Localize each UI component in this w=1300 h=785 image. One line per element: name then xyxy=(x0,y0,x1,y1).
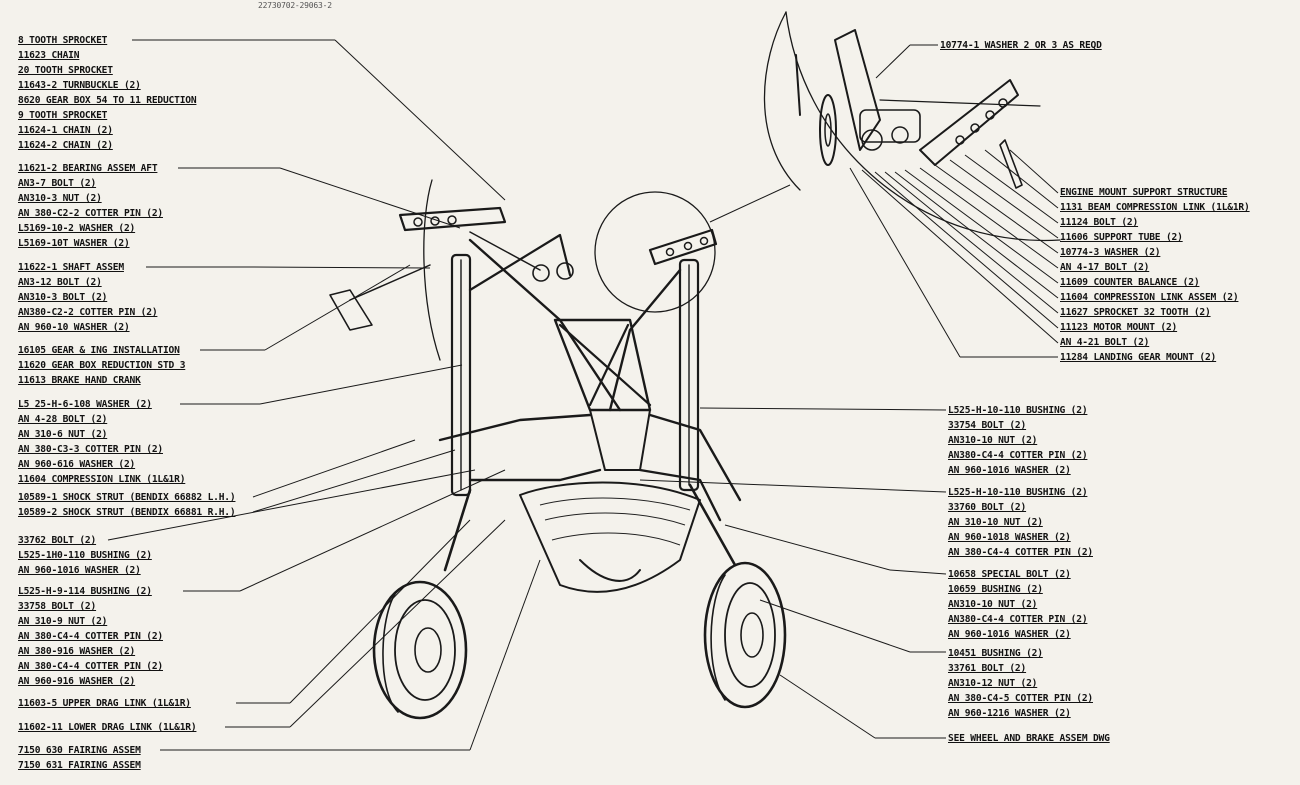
label-an310-9-nut: AN 310-9 NUT (2) xyxy=(18,616,108,627)
label-10451-bushing: 10451 BUSHING (2) xyxy=(948,648,1043,659)
label-washer-10774-1: 10774-1 WASHER 2 OR 3 AS REQD xyxy=(940,40,1102,51)
label-an960-1216-washer: AN 960-1216 WASHER (2) xyxy=(948,708,1071,719)
label-landing-gear-mount: 11284 LANDING GEAR MOUNT (2) xyxy=(1060,352,1217,363)
label-washer-l5169-10-2: L5169-10-2 WASHER (2) xyxy=(18,223,136,234)
label-shaft-assem: 11622-1 SHAFT ASSEM xyxy=(18,262,124,273)
label-an960-1018-washer: AN 960-1018 WASHER (2) xyxy=(948,532,1071,543)
label-shock-strut-rh: 10589-2 SHOCK STRUT (BENDIX 66881 R.H.) xyxy=(18,507,236,518)
label-an4-21-bolt: AN 4-21 BOLT (2) xyxy=(1060,337,1150,348)
label-33760-bolt: 33760 BOLT (2) xyxy=(948,502,1027,513)
label-cotter-pin-c4-5: AN 380-C4-5 COTTER PIN (2) xyxy=(948,693,1093,704)
label-bearing-assem-aft: 11621-2 BEARING ASSEM AFT xyxy=(18,163,158,174)
label-11124-bolt: 11124 BOLT (2) xyxy=(1060,217,1139,228)
label-an3-7-bolt: AN3-7 BOLT (2) xyxy=(18,178,97,189)
label-l525-washer: L5 25-H-6-108 WASHER (2) xyxy=(18,399,152,410)
label-special-bolt: 10658 SPECIAL BOLT (2) xyxy=(948,569,1071,580)
label-see-wheel-brake: SEE WHEEL AND BRAKE ASSEM DWG xyxy=(948,733,1110,744)
label-20-tooth-sprocket: 20 TOOTH SPROCKET xyxy=(18,65,113,76)
label-cotter-pin-c2-2: AN 380-C2-2 COTTER PIN (2) xyxy=(18,208,163,219)
label-11623-chain: 11623 CHAIN xyxy=(18,50,80,61)
upper-right-leaders xyxy=(849,44,1059,358)
left-leaders xyxy=(107,39,541,751)
label-an960-10-washer: AN 960-10 WASHER (2) xyxy=(18,322,130,333)
label-beam-compression-link: 1131 BEAM COMPRESSION LINK (1L&1R) xyxy=(1060,202,1250,213)
label-l525-bushing: L525-1H0-110 BUSHING (2) xyxy=(18,550,152,561)
label-cotter-pin-an380-c2-2: AN380-C2-2 COTTER PIN (2) xyxy=(18,307,158,318)
label-motor-mount: 11123 MOTOR MOUNT (2) xyxy=(1060,322,1178,333)
label-chain-11624-2: 11624-2 CHAIN (2) xyxy=(18,140,113,151)
label-an3-12-bolt: AN3-12 BOLT (2) xyxy=(18,277,102,288)
label-an310-12-nut: AN310-12 NUT (2) xyxy=(948,678,1038,689)
label-upper-drag-link: 11603-5 UPPER DRAG LINK (1L&1R) xyxy=(18,698,191,709)
label-cotter-pin-c4-4-b: AN 380-C4-4 COTTER PIN (2) xyxy=(18,661,163,672)
label-sprocket-32-tooth: 11627 SPROCKET 32 TOOTH (2) xyxy=(1060,307,1211,318)
label-gear-installation: 16105 GEAR & ING INSTALLATION xyxy=(18,345,180,356)
label-washer-10774-3: 10774-3 WASHER (2) xyxy=(1060,247,1161,258)
label-cotter-pin-r-b: AN 380-C4-4 COTTER PIN (2) xyxy=(948,547,1093,558)
label-an960-1016-washer-a: AN 960-1016 WASHER (2) xyxy=(948,465,1071,476)
label-an310-3-nut: AN310-3 NUT (2) xyxy=(18,193,102,204)
label-an4-17-bolt: AN 4-17 BOLT (2) xyxy=(1060,262,1150,273)
label-8-tooth-sprocket: 8 TOOTH SPROCKET xyxy=(18,35,108,46)
label-fairing-assem-630: 7150 630 FAIRING ASSEM xyxy=(18,745,141,756)
label-cotter-pin-r-a: AN380-C4-4 COTTER PIN (2) xyxy=(948,450,1088,461)
label-gear-box: 8620 GEAR BOX 54 TO 11 REDUCTION xyxy=(18,95,197,106)
label-33761-bolt: 33761 BOLT (2) xyxy=(948,663,1027,674)
label-an4-28-bolt: AN 4-28 BOLT (2) xyxy=(18,414,108,425)
label-an310-10-nut-c: AN310-10 NUT (2) xyxy=(948,599,1038,610)
label-an380-916-washer: AN 380-916 WASHER (2) xyxy=(18,646,136,657)
label-cotter-pin-c4-4-a: AN 380-C4-4 COTTER PIN (2) xyxy=(18,631,163,642)
label-an310-6-nut: AN 310-6 NUT (2) xyxy=(18,429,108,440)
label-cotter-pin-r-c: AN380-C4-4 COTTER PIN (2) xyxy=(948,614,1088,625)
label-33758-bolt: 33758 BOLT (2) xyxy=(18,601,97,612)
label-an310-10-nut-b: AN 310-10 NUT (2) xyxy=(948,517,1043,528)
label-cotter-pin-c3-3: AN 380-C3-3 COTTER PIN (2) xyxy=(18,444,163,455)
header-text: 22730702-29063-2 xyxy=(258,1,332,10)
label-lower-drag-link: 11602-11 LOWER DRAG LINK (1L&1R) xyxy=(18,722,197,733)
label-an960-916-washer: AN 960-916 WASHER (2) xyxy=(18,676,136,687)
label-turnbuckle: 11643-2 TURNBUCKLE (2) xyxy=(18,80,141,91)
label-10659-bushing: 10659 BUSHING (2) xyxy=(948,584,1043,595)
landing-gear-frame xyxy=(329,179,742,593)
label-shock-strut-lh: 10589-1 SHOCK STRUT (BENDIX 66882 L.H.) xyxy=(18,492,236,503)
label-washer-l5169-10t: L5169-10T WASHER (2) xyxy=(18,238,130,249)
right-wheel xyxy=(703,561,787,709)
label-33762-bolt: 33762 BOLT (2) xyxy=(18,535,97,546)
label-fairing-assem-631: 7150 631 FAIRING ASSEM xyxy=(18,760,141,771)
label-bushing-l525-a: L525-H-10-110 BUSHING (2) xyxy=(948,405,1088,416)
label-33754-bolt: 33754 BOLT (2) xyxy=(948,420,1027,431)
label-an960-1016-washer-c: AN 960-1016 WASHER (2) xyxy=(948,629,1071,640)
label-engine-mount-support: ENGINE MOUNT SUPPORT STRUCTURE xyxy=(1060,187,1228,198)
detail-circle-upper-right xyxy=(763,11,1061,242)
label-counter-balance: 11609 COUNTER BALANCE (2) xyxy=(1060,277,1200,288)
detail-circle-center xyxy=(594,184,791,313)
label-brake-hand-crank: 11613 BRAKE HAND CRANK xyxy=(18,375,141,386)
right-leaders xyxy=(639,407,947,739)
label-an960-1016-washer: AN 960-1016 WASHER (2) xyxy=(18,565,141,576)
label-support-tube: 11606 SUPPORT TUBE (2) xyxy=(1060,232,1183,243)
label-l525-h-9-bushing: L525-H-9-114 BUSHING (2) xyxy=(18,586,152,597)
label-compression-link: 11604 COMPRESSION LINK (1L&1R) xyxy=(18,474,186,485)
label-an960-616-washer: AN 960-616 WASHER (2) xyxy=(18,459,136,470)
label-compression-link-assem: 11604 COMPRESSION LINK ASSEM (2) xyxy=(1060,292,1239,303)
label-gear-box-reduction: 11620 GEAR BOX REDUCTION STD 3 xyxy=(18,360,186,371)
engine-mount-detail xyxy=(795,29,1041,189)
label-bushing-l525-b: L525-H-10-110 BUSHING (2) xyxy=(948,487,1088,498)
label-an310-3-bolt: AN310-3 BOLT (2) xyxy=(18,292,108,303)
label-an310-10-nut-a: AN310-10 NUT (2) xyxy=(948,435,1038,446)
label-chain-11624-1: 11624-1 CHAIN (2) xyxy=(18,125,113,136)
label-9-tooth-sprocket: 9 TOOTH SPROCKET xyxy=(18,110,108,121)
